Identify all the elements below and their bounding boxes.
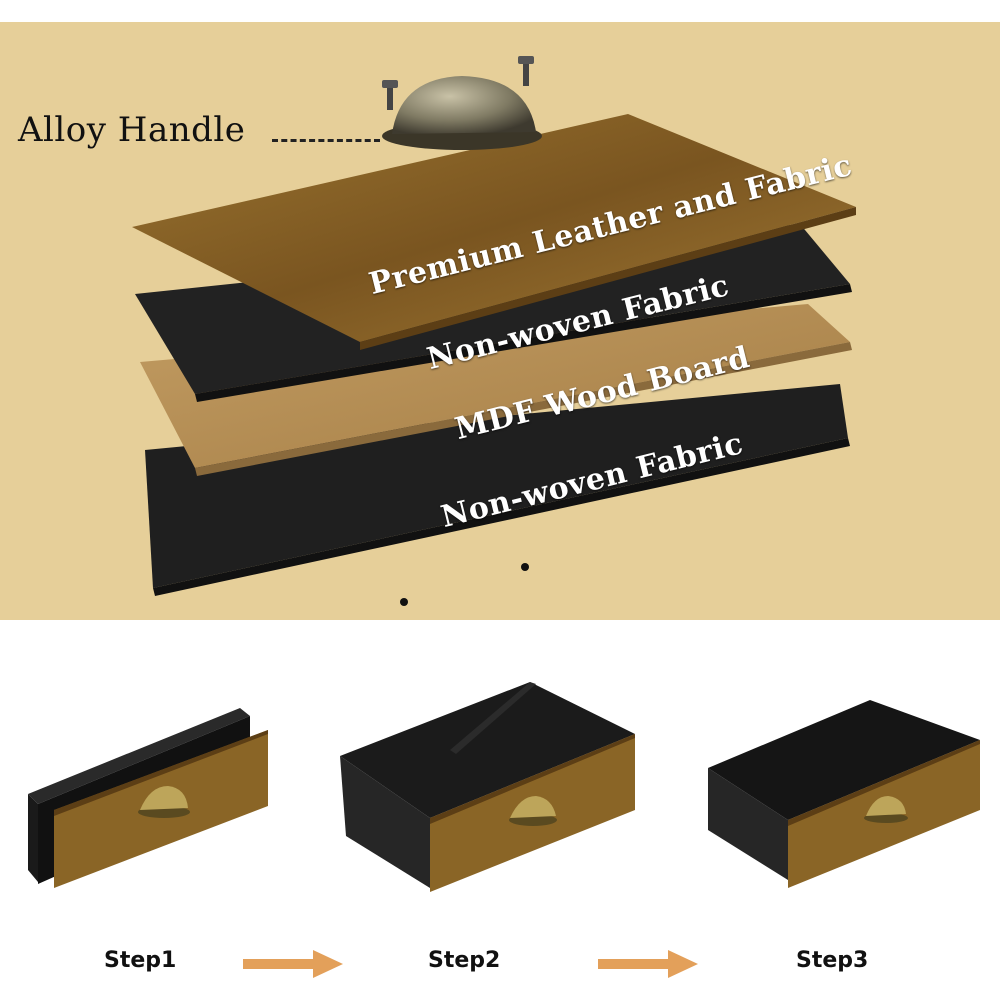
exploded-view-panel: Alloy Handle Premium Leather and Fabric …: [0, 22, 1000, 620]
arrow-right-icon: [243, 950, 343, 978]
step3-label: Step3: [796, 948, 869, 973]
callout-dashed-line: [272, 139, 380, 142]
mdf-board-layer: [140, 304, 850, 468]
alloy-handle-icon: [382, 56, 542, 150]
arrow-right-icon: [598, 950, 698, 978]
step1-label: Step1: [104, 948, 177, 973]
step2-label: Step2: [428, 948, 501, 973]
step3-assembled-drawer-image: [708, 700, 980, 888]
step2-opening-drawer-image: [340, 682, 635, 892]
step1-folded-drawer-image: [28, 708, 268, 888]
screw-dot-icon: [400, 598, 408, 606]
assembly-steps: Step1 Step2 Step3: [0, 620, 1000, 1000]
layer-stack-illustration: [132, 56, 856, 606]
leather-top-layer: [132, 114, 856, 342]
alloy-handle-label: Alloy Handle: [18, 110, 246, 150]
screw-dot-icon: [521, 563, 529, 571]
